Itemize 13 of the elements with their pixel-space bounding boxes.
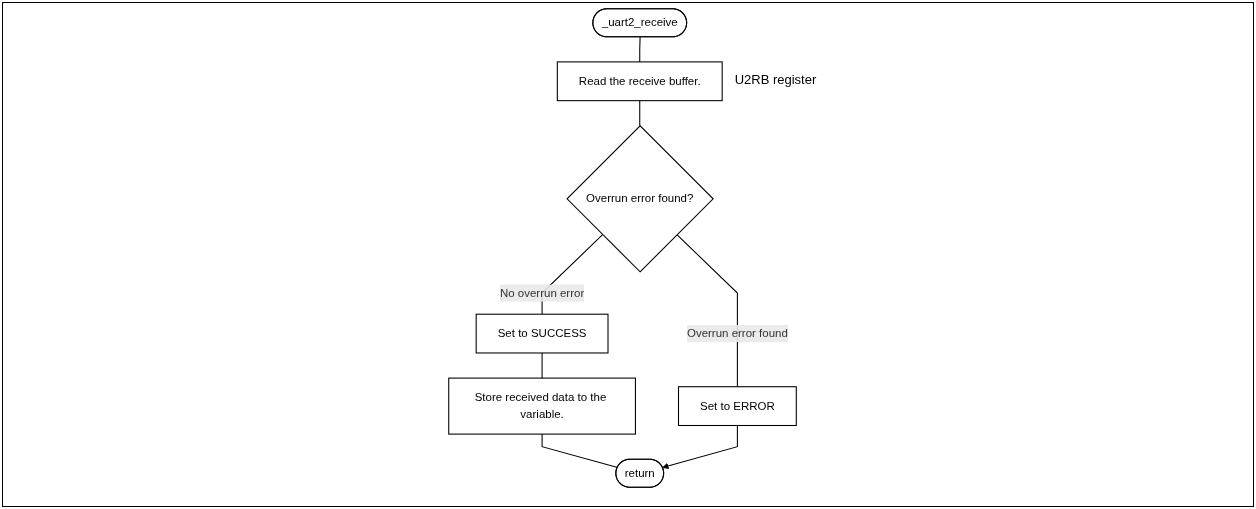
node-box: Set to SUCCESS: [476, 313, 610, 354]
node-box: Store received data to the variable.: [448, 377, 637, 435]
edge-label: Overrun error found: [687, 327, 789, 340]
connector: [676, 234, 739, 388]
connector: [639, 100, 641, 127]
edge-label: No overrun error: [500, 286, 585, 299]
node-diamond: Overrun error found?: [566, 125, 715, 273]
node-box: Set to ERROR: [678, 386, 798, 427]
connector: [639, 36, 642, 63]
arrow: [662, 424, 739, 469]
node-box: Read the receive buffer.: [557, 61, 724, 102]
register-note: U2RB register: [734, 72, 817, 88]
connector: [542, 352, 544, 379]
